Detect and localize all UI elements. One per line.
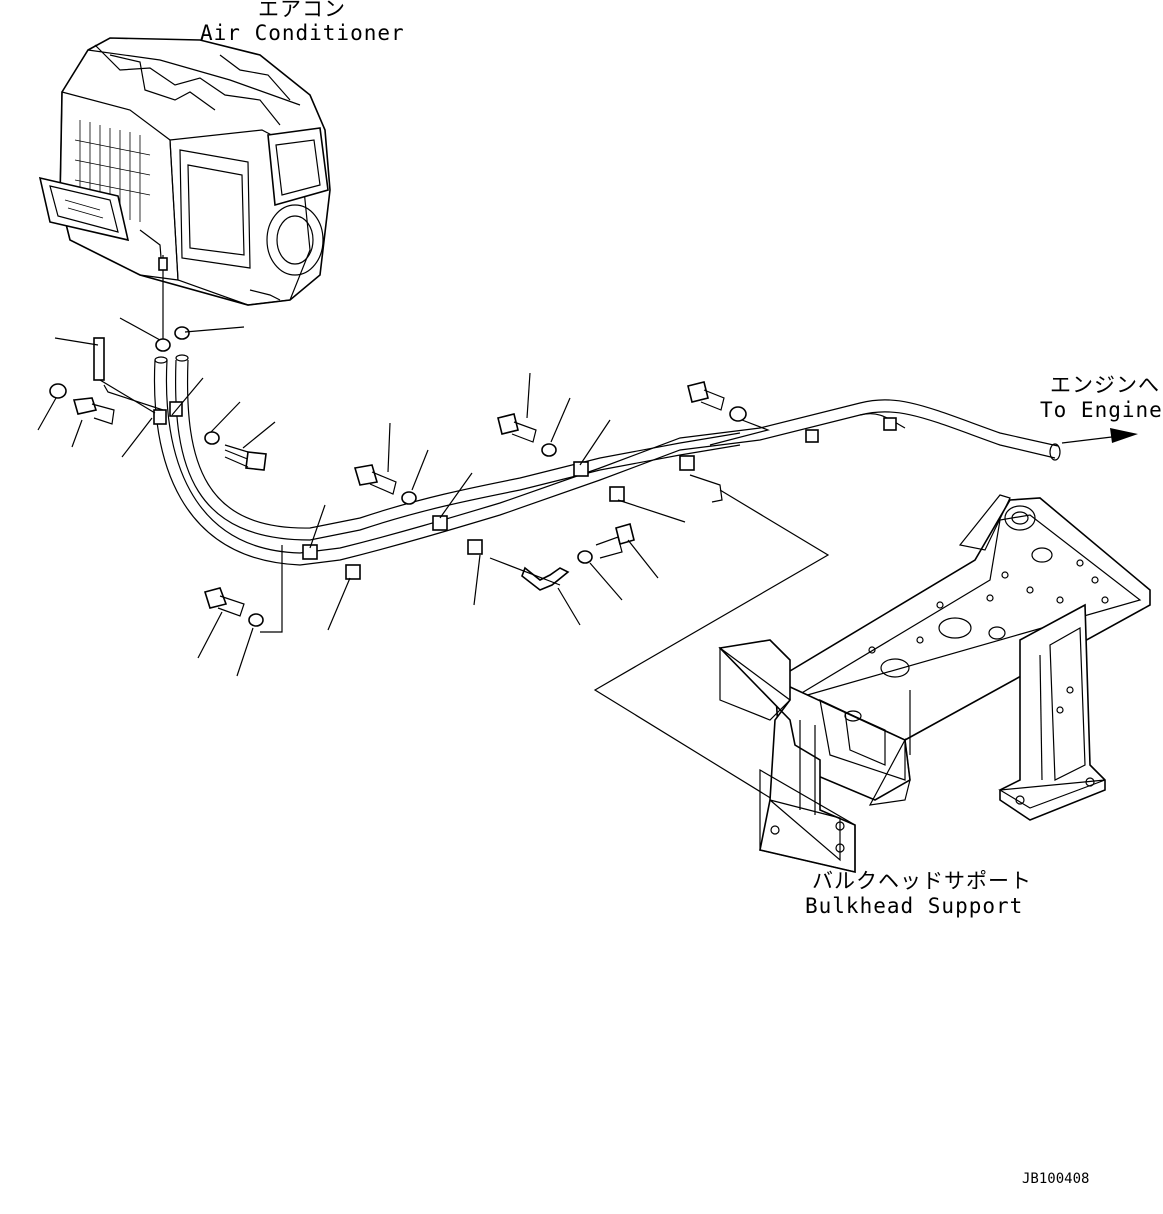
arrow-right-icon [1110, 428, 1138, 443]
washer-7-icon [729, 406, 747, 422]
clamp-11-icon [883, 417, 897, 431]
clamp-9-icon [679, 455, 695, 471]
clamp-10-icon [805, 429, 819, 443]
clamp-8-icon [609, 486, 625, 502]
to-engine-label-en: To Engine [1040, 398, 1163, 422]
hose-cap-right-icon [174, 326, 190, 340]
bolt-6-icon [595, 523, 635, 559]
bolt-7-icon [687, 381, 725, 411]
washer-3-icon [248, 613, 264, 627]
clamp-7-icon [573, 461, 589, 477]
bolt-3-icon [203, 587, 245, 617]
bolt-5-icon [497, 413, 537, 443]
bolt-4-icon [353, 464, 397, 495]
washer-5-icon [541, 443, 557, 457]
bulkhead-label-jp: バルクヘッドサポート [812, 869, 1032, 893]
to-engine-arrow [1061, 428, 1138, 444]
air-conditioner-label-jp: エアコン [258, 0, 346, 21]
drain-hoses [153, 326, 1061, 566]
to-engine-label-jp: エンジンへ [1050, 373, 1160, 397]
leader-lines [37, 317, 830, 811]
hose-cap-left-icon [155, 338, 171, 352]
drawing-code: JB100408 [1022, 1171, 1089, 1187]
bolt-2-icon [224, 444, 267, 471]
hose-clamps [153, 401, 897, 580]
washer-4-icon [401, 491, 417, 505]
air-conditioner-unit [38, 37, 331, 340]
bracket-plate-icon [93, 337, 105, 381]
mounting-bracket [93, 337, 156, 414]
clamp-4-icon [345, 564, 361, 580]
air-conditioner-label-en: Air Conditioner [200, 21, 405, 45]
clamp-6-icon [467, 539, 483, 555]
bolt-1-icon [72, 397, 115, 425]
clamp-5-icon [432, 515, 448, 531]
washer-2-icon [204, 431, 220, 445]
washer-1-icon [49, 383, 67, 399]
bulkhead-support-frame [718, 494, 1151, 874]
clamp-3-icon [302, 544, 318, 560]
clamp-2-icon [169, 401, 183, 417]
bulkhead-label-en: Bulkhead Support [805, 894, 1023, 918]
clamp-1-icon [153, 409, 167, 425]
washer-6-icon [577, 550, 593, 564]
